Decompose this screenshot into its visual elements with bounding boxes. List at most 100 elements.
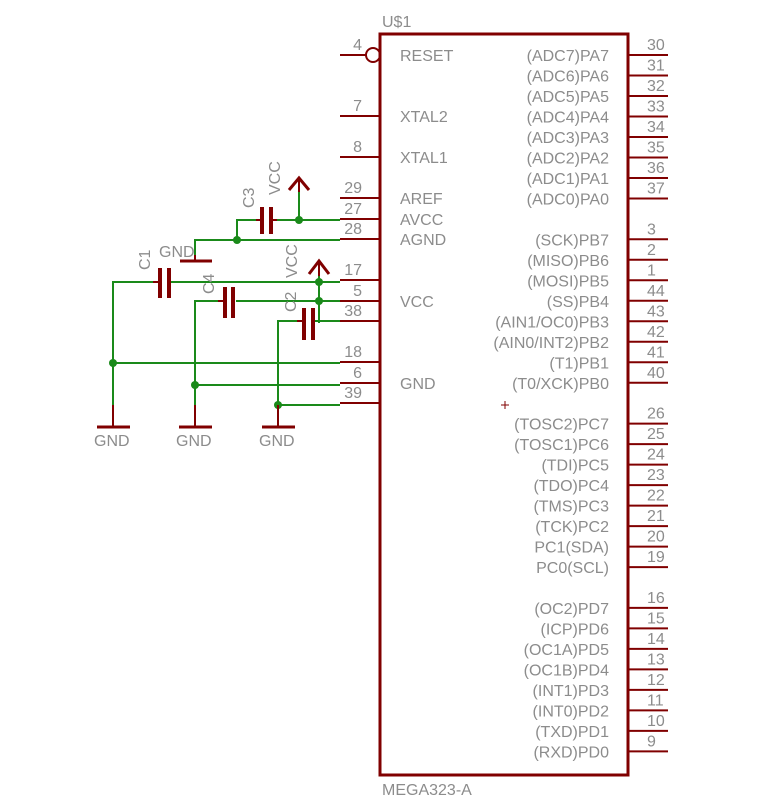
pin-label: (T0/XCK)PB0 — [512, 376, 609, 393]
pin-number: 6 — [353, 365, 362, 382]
pin-37[interactable]: 37(ADC0)PA0 — [527, 181, 668, 209]
pin-label: (INT0)PD2 — [533, 703, 610, 720]
pin-number: 27 — [344, 201, 362, 218]
pin-17[interactable]: 17 — [340, 262, 380, 281]
pin-38[interactable]: 38 — [340, 303, 380, 322]
pin-label: (ADC3)PA3 — [527, 130, 609, 147]
pin-30[interactable]: 30(ADC7)PA7 — [527, 37, 668, 65]
pin-32[interactable]: 32(ADC5)PA5 — [527, 78, 668, 106]
chip-body[interactable] — [378, 32, 630, 777]
pin-11[interactable]: 11(INT0)PD2 — [533, 692, 668, 720]
pin-33[interactable]: 33(ADC4)PA4 — [527, 99, 668, 127]
pin-label: (TXD)PD1 — [535, 724, 609, 741]
gnd-symbol-icon — [97, 405, 130, 429]
pin-number: 31 — [647, 58, 665, 75]
wires — [112, 190, 340, 420]
pin-34[interactable]: 34(ADC3)PA3 — [527, 119, 668, 147]
pin-3[interactable]: 3(SCK)PB7 — [535, 221, 668, 249]
c2-label: C2 — [283, 291, 300, 312]
pin-label: (ADC6)PA6 — [527, 69, 609, 86]
pin-13[interactable]: 13(OC1B)PD4 — [524, 651, 668, 679]
pin-21[interactable]: 21 (TCK)PC2 — [535, 508, 668, 536]
c4-label: C4 — [201, 273, 218, 294]
pin-number: 21 — [647, 508, 665, 525]
pin-label: (TOSC2)PC7 — [514, 417, 609, 434]
pin-label: (ADC7)PA7 — [527, 48, 609, 65]
gnd-symbol-icon — [180, 255, 212, 263]
pin-label: (T1)PB1 — [549, 355, 609, 372]
gnd-label: GND — [94, 433, 130, 450]
pin-23[interactable]: 23 (TDO)PC4 — [533, 467, 668, 495]
capacitor-c4[interactable] — [218, 287, 235, 318]
pin-number: 39 — [344, 385, 362, 402]
pin-14[interactable]: 14 (OC1A)PD5 — [524, 631, 668, 659]
pin-39[interactable]: 39 — [340, 385, 380, 404]
pin-43[interactable]: 43(AIN1/OC0)PB3 — [495, 303, 668, 331]
pin-35[interactable]: 35 (ADC2)PA2 — [527, 140, 668, 168]
pin-22[interactable]: 22 (TMS)PC3 — [533, 488, 668, 516]
pin-label: (TOSC1)PC6 — [514, 437, 609, 454]
pin-number: 36 — [647, 160, 665, 177]
inversion-bubble-icon — [365, 47, 381, 63]
pin-label: (TMS)PC3 — [533, 499, 609, 516]
pin-label: (ADC5)PA5 — [527, 89, 609, 106]
pin-10[interactable]: 10(TXD)PD1 — [535, 713, 668, 741]
capacitor-c1[interactable] — [153, 268, 171, 298]
pin-label: (ADC2)PA2 — [527, 151, 609, 168]
pin-40[interactable]: 40 (T0/XCK)PB0 — [512, 365, 668, 393]
pin-25[interactable]: 25(TOSC1)PC6 — [514, 426, 668, 454]
capacitor-c2[interactable] — [297, 308, 315, 340]
pin-15[interactable]: 15(ICP)PD6 — [541, 610, 668, 638]
pin-31[interactable]: 31 (ADC6)PA6 — [527, 58, 668, 86]
pin-18[interactable]: 18 — [340, 344, 380, 363]
vcc-arrow-icon — [287, 175, 311, 192]
pin-label: PC1(SDA) — [534, 540, 609, 557]
pin-label: (OC1A)PD5 — [524, 642, 609, 659]
pin-label: AVCC — [400, 212, 443, 229]
pin-number: 37 — [647, 181, 665, 198]
pin-26[interactable]: 26(TOSC2)PC7 — [514, 406, 668, 434]
pin-label: (ADC4)PA4 — [527, 110, 609, 127]
pin-42[interactable]: 42(AIN0/INT2)PB2 — [493, 324, 668, 352]
capacitor-c3[interactable] — [256, 207, 277, 234]
pin-label: (TDO)PC4 — [533, 478, 609, 495]
pin-number: 22 — [647, 488, 665, 505]
pin-number: 12 — [647, 672, 665, 689]
pin-number: 9 — [647, 733, 656, 750]
pin-number: 35 — [647, 140, 665, 157]
pin-9[interactable]: 9(RXD)PD0 — [533, 733, 668, 761]
pin-label: (TCK)PC2 — [535, 519, 609, 536]
pin-label: XTAL1 — [400, 150, 448, 167]
gnd-label: GND — [159, 244, 195, 261]
pin-label: (INT1)PD3 — [533, 683, 610, 700]
pin-number: 40 — [647, 365, 665, 382]
pin-44[interactable]: 44(SS)PB4 — [547, 283, 668, 311]
pin-2[interactable]: 2(MISO)PB6 — [527, 242, 668, 270]
pin-1[interactable]: 1(MOSI)PB5 — [527, 262, 668, 290]
junctions — [109, 216, 323, 409]
pin-number: 5 — [353, 283, 362, 300]
pin-number: 13 — [647, 651, 665, 668]
pin-16[interactable]: 16(OC2)PD7 — [534, 590, 668, 618]
pin-number: 41 — [647, 344, 665, 361]
gnd-label: GND — [259, 433, 295, 450]
pin-number: 14 — [647, 631, 665, 648]
pin-36[interactable]: 36(ADC1)PA1 — [527, 160, 668, 188]
gnd-symbol-icon — [179, 405, 212, 429]
c1-label: C1 — [137, 249, 154, 270]
pin-24[interactable]: 24(TDI)PC5 — [541, 447, 668, 475]
pin-41[interactable]: 41 (T1)PB1 — [549, 344, 668, 372]
pin-12[interactable]: 12 (INT1)PD3 — [533, 672, 668, 700]
pin-number: 23 — [647, 467, 665, 484]
pin-number: 38 — [344, 303, 362, 320]
